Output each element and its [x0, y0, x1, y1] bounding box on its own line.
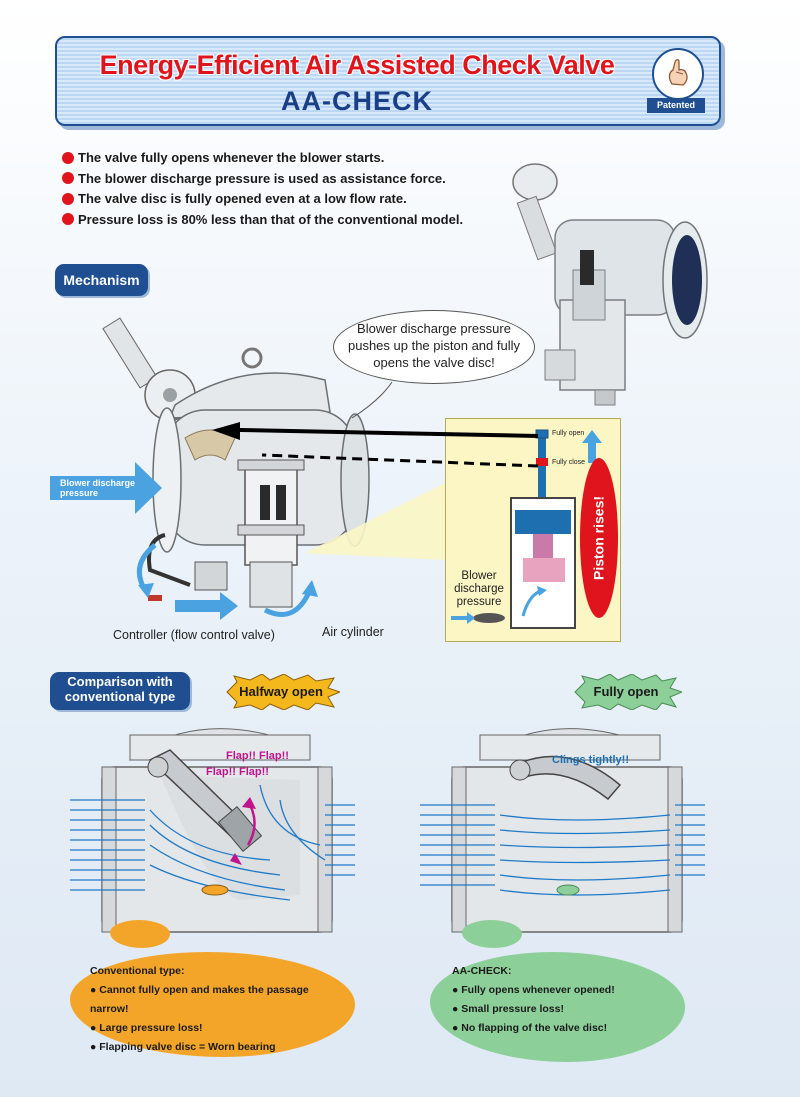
valve-product-photo	[512, 163, 708, 406]
title-banner: Energy-Efficient Air Assisted Check Valv…	[55, 36, 721, 126]
mechanism-tag: Mechanism	[55, 264, 148, 296]
valve-mechanism-photo	[50, 317, 445, 620]
hand-pointing-icon	[652, 48, 704, 100]
comparison-tag: Comparison with conventional type	[50, 672, 190, 710]
aacheck-summary-box	[430, 952, 685, 1062]
conventional-valve-cutaway	[70, 728, 355, 933]
indicator-arrows	[212, 381, 539, 468]
list-item: ● No flapping of the valve disc!	[452, 1022, 608, 1034]
flap-note-1: Flap!! Flap!!	[226, 750, 289, 762]
conventional-heading: Conventional type:	[90, 965, 185, 977]
pressure-label: Blower discharge pressure	[454, 570, 504, 608]
bullet-dot-icon	[62, 192, 74, 205]
clings-note: Clings tightly!!	[552, 754, 629, 766]
mechanism-callout: Blower discharge pressure pushes up the …	[333, 310, 535, 384]
cylinder-label: Air cylinder	[322, 625, 384, 639]
conventional-summary-text: Conventional type: ● Cannot fully open a…	[90, 962, 350, 1057]
fully-open-label: Fully open	[552, 430, 585, 437]
feature-list: The valve fully opens whenever the blowe…	[62, 150, 522, 232]
flap-note-2: Flap!! Flap!!	[206, 766, 269, 778]
aacheck-summary-text: AA-CHECK: ● Fully opens whenever opened!…	[452, 962, 672, 1038]
list-item: Pressure loss is 80% less than that of t…	[62, 212, 522, 227]
bullet-dot-icon	[62, 213, 74, 225]
list-item: ● Fully opens whenever opened!	[452, 984, 615, 996]
list-item: ● Small pressure loss!	[452, 1003, 564, 1015]
cloud-puff	[110, 920, 170, 948]
bullet-dot-icon	[62, 151, 74, 164]
list-item: The valve disc is fully opened even at a…	[62, 191, 522, 206]
list-item: The valve fully opens whenever the blowe…	[62, 150, 522, 165]
inlet-label: Blower discharge pressure	[60, 478, 136, 498]
patented-badge: Patented	[647, 98, 705, 113]
aacheck-valve-cutaway	[420, 728, 705, 933]
list-item: The blower discharge pressure is used as…	[62, 171, 522, 186]
controller-label: Controller (flow control valve)	[113, 628, 275, 642]
list-item: ● Flapping valve disc = Worn bearing	[90, 1041, 276, 1053]
list-item: ● Large pressure loss!	[90, 1022, 203, 1034]
fully-open-label: Fully open	[593, 684, 659, 699]
cloud-puff	[462, 920, 522, 948]
aacheck-heading: AA-CHECK:	[452, 965, 512, 977]
conventional-summary-box	[70, 952, 355, 1057]
list-item: ● Cannot fully open and makes the passag…	[90, 984, 309, 1015]
piston-detail-diagram	[451, 429, 618, 629]
fully-open-burst-icon	[574, 674, 682, 710]
halfway-open-burst-icon	[226, 674, 340, 710]
bullet-dot-icon	[62, 172, 74, 184]
halfway-open-label: Halfway open	[239, 684, 323, 699]
page-title: Energy-Efficient Air Assisted Check Valv…	[99, 50, 615, 80]
product-name: AA-CHECK	[281, 86, 433, 116]
fully-close-label: Fully close	[552, 459, 586, 466]
